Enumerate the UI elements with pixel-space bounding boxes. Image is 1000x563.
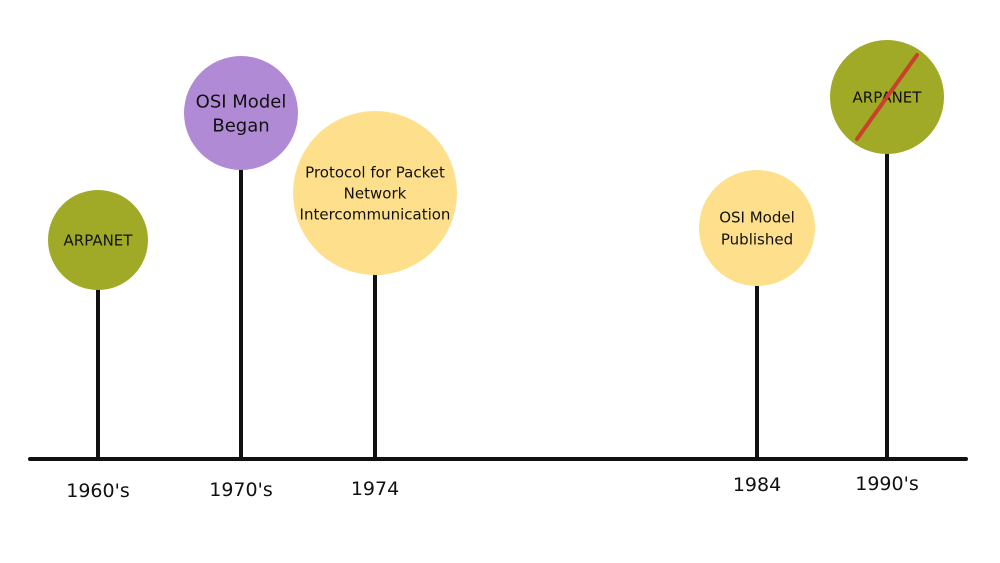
event-label: Intercommunication: [300, 205, 451, 223]
event-label: Protocol for Packet: [305, 163, 445, 181]
event-year-label: 1974: [351, 478, 399, 500]
timeline-event: Protocol for PacketNetworkIntercommunica…: [293, 111, 457, 500]
event-year-label: 1984: [733, 474, 781, 496]
event-year-label: 1970's: [209, 479, 272, 501]
event-year-label: 1990's: [855, 473, 918, 495]
event-label: Network: [344, 184, 407, 202]
event-label: Began: [212, 115, 269, 136]
strike-through-mark: [855, 53, 919, 141]
event-label: ARPANET: [64, 231, 134, 249]
event-label: Published: [721, 230, 793, 248]
event-label: OSI Model: [196, 91, 287, 112]
event-label: OSI Model: [719, 208, 795, 226]
event-bubble: [184, 56, 298, 170]
event-bubble: [699, 170, 815, 286]
timeline-event: ARPANET1990's: [830, 40, 944, 495]
event-bubble: [293, 111, 457, 275]
event-year-label: 1960's: [66, 480, 129, 502]
event-bubble: [48, 190, 148, 290]
timeline-event: ARPANET 1960's: [48, 190, 148, 502]
